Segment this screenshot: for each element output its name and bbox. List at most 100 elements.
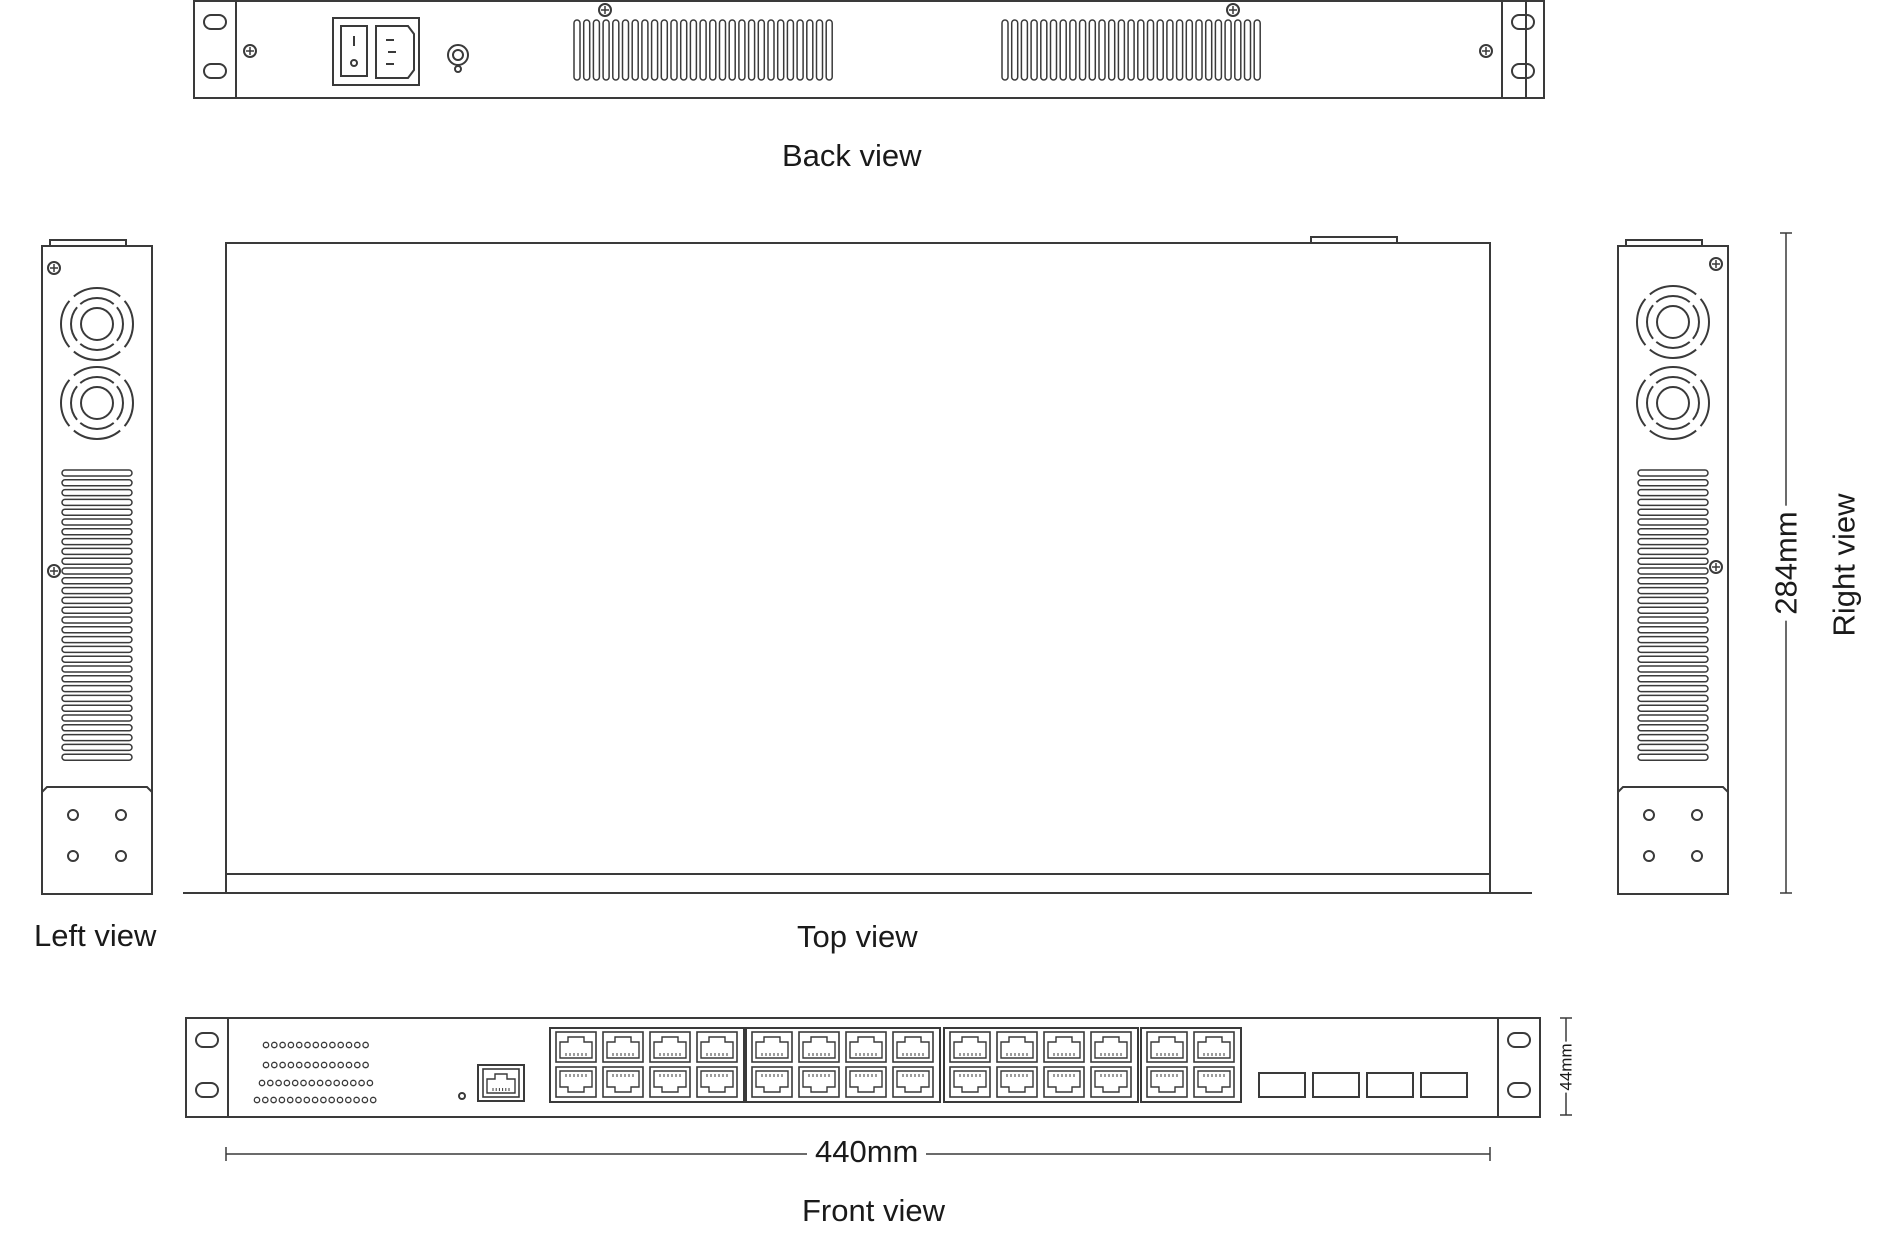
vent-slot [1637, 645, 1709, 654]
vent-slot [1637, 616, 1709, 624]
right-view-label: Right view [1826, 493, 1862, 637]
left-ear [193, 0, 237, 99]
screw-icon [1709, 560, 1723, 574]
sfp-port-icon [1258, 1072, 1306, 1098]
vent-slot [1214, 19, 1223, 81]
vent-slot [1253, 19, 1261, 81]
vent-slot [709, 19, 717, 81]
vent-slot [1637, 469, 1709, 477]
vent-slot [61, 684, 133, 693]
led-indicator [345, 1041, 353, 1049]
back-chassis [193, 0, 1527, 99]
vent-slot [689, 19, 698, 81]
fan-blade-icon [116, 306, 124, 342]
vent-slot [61, 733, 133, 742]
led-indicator [295, 1096, 302, 1104]
power-inlet-icon [375, 25, 415, 79]
rj45-socket [802, 1036, 836, 1059]
fan-blade-icon [1649, 429, 1697, 440]
vent-slot [1195, 19, 1203, 81]
vent-slot [602, 19, 610, 81]
ear-slot-icon [1511, 63, 1535, 79]
dimension-lines [225, 232, 1792, 1161]
vent-slot [61, 577, 133, 585]
side-top-tab [49, 239, 127, 247]
led-indicator [258, 1079, 266, 1087]
led-indicator [345, 1061, 353, 1069]
vent-slot [1637, 626, 1709, 634]
fan-blade-icon [79, 297, 115, 305]
vent-slot [767, 19, 775, 81]
vent-slot [1069, 19, 1077, 81]
led-indicator [316, 1079, 324, 1087]
vent-slot [61, 743, 133, 752]
vent-slot [1637, 537, 1709, 546]
vent-slot [61, 488, 133, 497]
vent-slot [1637, 753, 1709, 761]
rj45-port-icon [845, 1031, 887, 1063]
rj45-port-icon [949, 1031, 991, 1063]
vent-slot [699, 19, 707, 81]
right-ear [1497, 1017, 1541, 1118]
vent-slot [1637, 518, 1709, 526]
led-indicator [328, 1096, 336, 1104]
vent-slot [738, 19, 746, 81]
led-indicator [369, 1096, 377, 1104]
right-ear [1501, 0, 1545, 99]
rj45-socket [486, 1073, 516, 1094]
ear-slot-icon [1507, 1032, 1531, 1048]
vent-slot [1040, 19, 1048, 81]
led-indicator [353, 1061, 361, 1069]
vent-slot [61, 469, 133, 477]
vent-slot [1637, 704, 1709, 712]
hole-icon [1643, 850, 1655, 862]
led-indicator [300, 1079, 307, 1087]
side-panel [41, 245, 153, 895]
led-indicator [253, 1096, 261, 1104]
console-port [477, 1064, 525, 1102]
vent-slot [573, 19, 581, 81]
led-indicator [312, 1061, 320, 1069]
sfp-port-icon [1312, 1072, 1360, 1098]
fan-blade-icon [73, 287, 121, 298]
depth-dimension-label: 284mm [1769, 505, 1804, 621]
vent-slot [1637, 488, 1709, 497]
vent-slot [61, 704, 133, 712]
port-group [745, 1027, 941, 1103]
rj45-socket [953, 1070, 987, 1093]
vent-slot [1243, 19, 1252, 81]
led-indicator [304, 1041, 311, 1049]
fan-blade-icon [70, 306, 78, 342]
rj45-port-icon [555, 1066, 597, 1098]
hole-icon [67, 850, 79, 862]
vent-slot [747, 19, 756, 81]
ground-terminal-icon [452, 49, 464, 61]
vent-slot [1637, 724, 1709, 732]
vent-slot [1637, 675, 1709, 683]
screw-icon [47, 564, 61, 578]
vent-slot [61, 635, 133, 644]
led-indicator [286, 1096, 294, 1104]
mount-bracket [41, 786, 153, 894]
vent-slot [1637, 547, 1709, 556]
fan-hub-icon [80, 307, 114, 341]
left-view-label: Left view [34, 918, 157, 953]
rj45-socket [606, 1036, 640, 1059]
vent-slot [825, 19, 833, 81]
led-indicator [304, 1061, 311, 1069]
screw-icon [1479, 44, 1493, 58]
vent-slot [1637, 577, 1709, 585]
hole-icon [115, 850, 127, 862]
rj45-port-icon [798, 1031, 840, 1063]
sfp-port-icon [1420, 1072, 1468, 1098]
vent-slot [1127, 19, 1135, 81]
rj45-port-icon [602, 1031, 644, 1063]
port-group [549, 1027, 745, 1103]
rj45-socket [1197, 1070, 1231, 1093]
port-group [1140, 1027, 1242, 1103]
vent-slot [582, 19, 591, 81]
vent-slot [1204, 19, 1213, 81]
rj45-socket [700, 1036, 734, 1059]
vent-slot [61, 508, 133, 516]
fan-hub-icon [1656, 386, 1690, 420]
